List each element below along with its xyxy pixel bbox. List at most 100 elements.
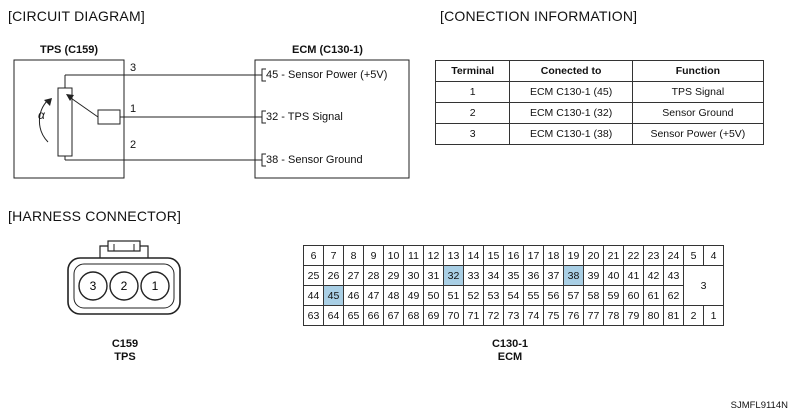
col-function: Function	[631, 60, 765, 82]
ecm-pin: 42	[643, 265, 664, 286]
ecm-pin: 65	[343, 305, 364, 326]
tps-box-title: TPS (C159)	[40, 44, 99, 56]
ecm-pin: 13	[443, 245, 464, 266]
ecm-pin: 30	[403, 265, 424, 286]
ecm-pin: 6	[303, 245, 324, 266]
ecm-pin: 68	[403, 305, 424, 326]
tps-connector-pin: 3	[90, 279, 97, 293]
col-terminal: Terminal	[434, 60, 511, 82]
table-row: 3 ECM C130-1 (38) Sensor Power (+5V)	[434, 123, 765, 145]
cell-connected-to: ECM C130-1 (32)	[509, 102, 633, 124]
ecm-pin-45-label: 45 - Sensor Power (+5V)	[266, 69, 388, 81]
cell-terminal: 1	[434, 81, 511, 103]
ecm-pin: 19	[563, 245, 584, 266]
pin-cavity-3	[78, 271, 108, 301]
wiper-arrowhead	[66, 94, 74, 101]
ecm-pin: 20	[583, 245, 604, 266]
wiper-contact	[97, 109, 121, 125]
ecm-pin: 26	[323, 265, 344, 286]
ecm-pin: 80	[643, 305, 664, 326]
ecm-pin: 5	[683, 245, 704, 266]
ecm-pin: 75	[543, 305, 564, 326]
ecm-pin: 43	[663, 265, 684, 286]
ecm-connector-label: C130-1 ECM	[470, 338, 550, 364]
ecm-pin: 33	[463, 265, 484, 286]
ecm-pin: 29	[383, 265, 404, 286]
pin-cavity-2	[109, 271, 139, 301]
ecm-pin: 76	[563, 305, 584, 326]
ecm-pin: 78	[603, 305, 624, 326]
ecm-pin: 70	[443, 305, 464, 326]
table-row: 2 ECM C130-1 (32) Sensor Ground	[434, 102, 765, 124]
ecm-pin: 47	[363, 285, 384, 306]
ecm-pin: 54	[503, 285, 524, 306]
ecm-pin: 49	[403, 285, 424, 306]
connector-latch	[107, 240, 141, 252]
tps-pin-3-label: 3	[130, 62, 137, 74]
cell-connected-to: ECM C130-1 (38)	[509, 123, 633, 145]
ecm-pin: 77	[583, 305, 604, 326]
ecm-pin-38-label: 38 - Sensor Ground	[266, 154, 363, 166]
ecm-pin: 46	[343, 285, 364, 306]
tps-connector-label: C159 TPS	[95, 338, 155, 364]
ecm-pin: 10	[383, 245, 404, 266]
ecm-box	[254, 59, 410, 179]
ecm-pin: 4	[703, 245, 724, 266]
ecm-pin: 79	[623, 305, 644, 326]
ecm-pin: 34	[483, 265, 504, 286]
ecm-pin: 71	[463, 305, 484, 326]
ecm-pin: 52	[463, 285, 484, 306]
ecm-connector-grid: 6 7 8 9 10 11 12 13 14 15 16 17 18 19 20…	[303, 245, 724, 326]
ecm-pin: 27	[343, 265, 364, 286]
ecm-grid-row-4: 63 64 65 66 67 68 69 70 71 72 73 74 75 7…	[303, 305, 724, 326]
tps-pin-2-label: 2	[130, 139, 137, 151]
ecm-pin: 48	[383, 285, 404, 306]
ecm-pin: 9	[363, 245, 384, 266]
tps-connector-pin: 2	[121, 279, 128, 293]
table-row: 1 ECM C130-1 (45) TPS Signal	[434, 81, 765, 103]
ecm-pin: 64	[323, 305, 344, 326]
ecm-pin: 45	[323, 285, 344, 306]
cell-terminal: 2	[434, 102, 511, 124]
ecm-pin: 73	[503, 305, 524, 326]
ecm-pin: 72	[483, 305, 504, 326]
tps-box	[13, 59, 125, 179]
tps-connector-pin: 1	[152, 279, 159, 293]
ecm-pin: 12	[423, 245, 444, 266]
ecm-pin: 16	[503, 245, 524, 266]
connection-information-title: [CONECTION INFORMATION]	[440, 8, 638, 24]
ecm-pin: 7	[323, 245, 344, 266]
ecm-pin: 40	[603, 265, 624, 286]
col-connected-to: Conected to	[509, 60, 633, 82]
ecm-pin: 41	[623, 265, 644, 286]
ecm-terminal-45	[261, 68, 266, 82]
ecm-pin: 61	[643, 285, 664, 306]
ecm-pin: 69	[423, 305, 444, 326]
circuit-diagram-title: [CIRCUIT DIAGRAM]	[8, 8, 145, 24]
ecm-pin: 63	[303, 305, 324, 326]
alpha-symbol: α	[38, 108, 45, 122]
ecm-pin: 50	[423, 285, 444, 306]
ecm-pin: 18	[543, 245, 564, 266]
ecm-pin: 25	[303, 265, 324, 286]
ecm-pin: 62	[663, 285, 684, 306]
ecm-pin: 51	[443, 285, 464, 306]
cell-function: TPS Signal	[631, 81, 765, 103]
tps-pin-1-label: 1	[130, 103, 137, 115]
ecm-pin: 24	[663, 245, 684, 266]
ecm-connector-code: C130-1	[491, 338, 529, 350]
ecm-pin: 66	[363, 305, 384, 326]
cell-function: Sensor Ground	[631, 102, 765, 124]
ecm-pin-merged: 3	[683, 265, 724, 306]
ecm-pin: 60	[623, 285, 644, 306]
tps-connector-name: TPS	[114, 351, 136, 363]
ecm-pin: 81	[663, 305, 684, 326]
ecm-pin: 36	[523, 265, 544, 286]
ecm-pin: 67	[383, 305, 404, 326]
ecm-pin: 59	[603, 285, 624, 306]
ecm-pin: 28	[363, 265, 384, 286]
ecm-pin: 32	[443, 265, 464, 286]
figure-code: SJMFL9114N	[730, 400, 788, 411]
cell-function: Sensor Power (+5V)	[631, 123, 765, 145]
ecm-pin: 1	[703, 305, 724, 326]
